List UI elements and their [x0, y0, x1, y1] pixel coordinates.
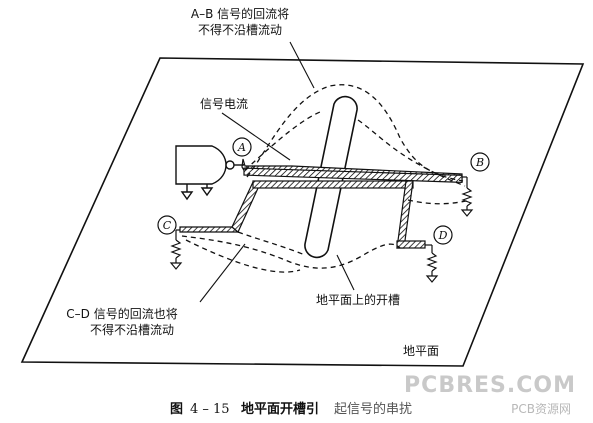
resistor-c — [169, 229, 183, 270]
resistor-b — [460, 176, 474, 217]
label-ab-return-line2: 不得不沿槽流动 — [198, 22, 282, 37]
resistor-d — [425, 244, 439, 283]
figure-caption: 图 4 – 15 地平面开槽引 起信号的串扰 — [170, 401, 412, 417]
trace-a-b-body — [243, 167, 463, 183]
caption-prefix: 图 — [170, 402, 183, 417]
label-cd-return-line1: C–D 信号的回流也将 — [66, 306, 177, 321]
label-cd-return-line2: 不得不沿槽流动 — [90, 322, 174, 337]
node-d: D — [433, 225, 453, 245]
caption-number: 4 – 15 — [190, 402, 230, 417]
driver-gate — [175, 145, 244, 201]
caption-title-rest: 起信号的串扰 — [334, 401, 412, 417]
ground-plane — [20, 57, 585, 367]
label-ab-return-line1: A–B 信号的回流将 — [191, 6, 289, 21]
watermark-brand: PCBRES.COM — [404, 373, 576, 398]
return-current-paths — [181, 84, 471, 273]
label-ground-plane: 地平面 — [403, 344, 439, 358]
node-c-label: C — [163, 219, 172, 232]
caption-title-main: 地平面开槽引 — [241, 401, 319, 417]
label-signal-current: 信号电流 — [200, 97, 248, 111]
leader-lines — [199, 41, 355, 303]
node-d-label: D — [438, 229, 448, 242]
label-slot: 地平面上的开槽 — [316, 292, 400, 307]
node-b-label: B — [475, 156, 484, 169]
node-c: C — [157, 215, 177, 235]
node-b: B — [470, 152, 490, 172]
node-a: A — [232, 137, 252, 157]
node-a-label: A — [237, 141, 246, 154]
watermark-site: PCB资源网 — [511, 402, 571, 416]
